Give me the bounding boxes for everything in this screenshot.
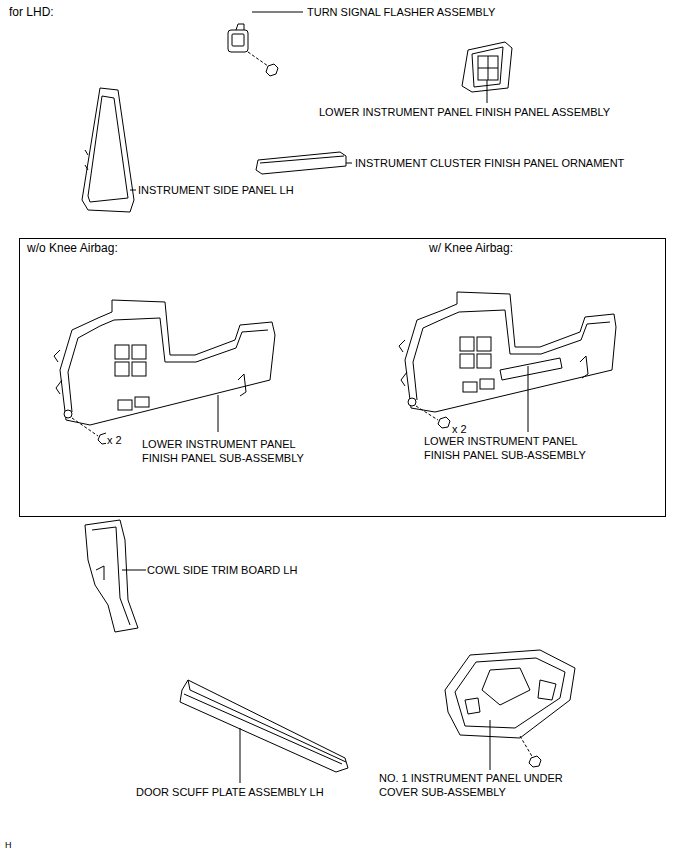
scuff-plate-illustration — [180, 680, 348, 783]
option-heading: w/o Knee Airbag: — [27, 241, 118, 255]
side-panel-illustration — [82, 88, 136, 212]
flasher-illustration — [228, 12, 303, 76]
finish-panel-illustration — [462, 42, 512, 103]
cowl-trim-illustration — [85, 520, 146, 632]
part-name: TURN SIGNAL FLASHER ASSEMBLY — [306, 5, 496, 19]
part-name: COWL SIDE TRIM BOARD LH — [146, 563, 298, 577]
lower-panel-illustration — [54, 300, 275, 444]
part-name: INSTRUMENT SIDE PANEL LH — [137, 183, 295, 197]
part-name: LOWER INSTRUMENT PANEL FINISH PANEL SUB-… — [141, 437, 325, 465]
variant-note: for LHD: — [8, 5, 55, 19]
option-region: w/o Knee Airbag: w/ Knee Airbag: — [19, 238, 666, 517]
ornament-illustration — [256, 152, 352, 174]
lower-panel-illustration — [399, 292, 616, 432]
part-name: NO. 1 INSTRUMENT PANEL UNDER COVER SUB-A… — [378, 771, 585, 799]
part-name: INSTRUMENT CLUSTER FINISH PANEL ORNAMENT — [354, 156, 625, 170]
part-name: LOWER INSTRUMENT PANEL FINISH PANEL SUB-… — [423, 434, 607, 462]
option-heading: w/ Knee Airbag: — [429, 241, 513, 255]
figure-code: H — [4, 838, 13, 852]
part-name: x 2 — [106, 433, 123, 447]
under-cover-illustration — [445, 650, 575, 770]
part-name: LOWER INSTRUMENT PANEL FINISH PANEL ASSE… — [318, 105, 611, 119]
part-name: DOOR SCUFF PLATE ASSEMBLY LH — [135, 785, 325, 799]
